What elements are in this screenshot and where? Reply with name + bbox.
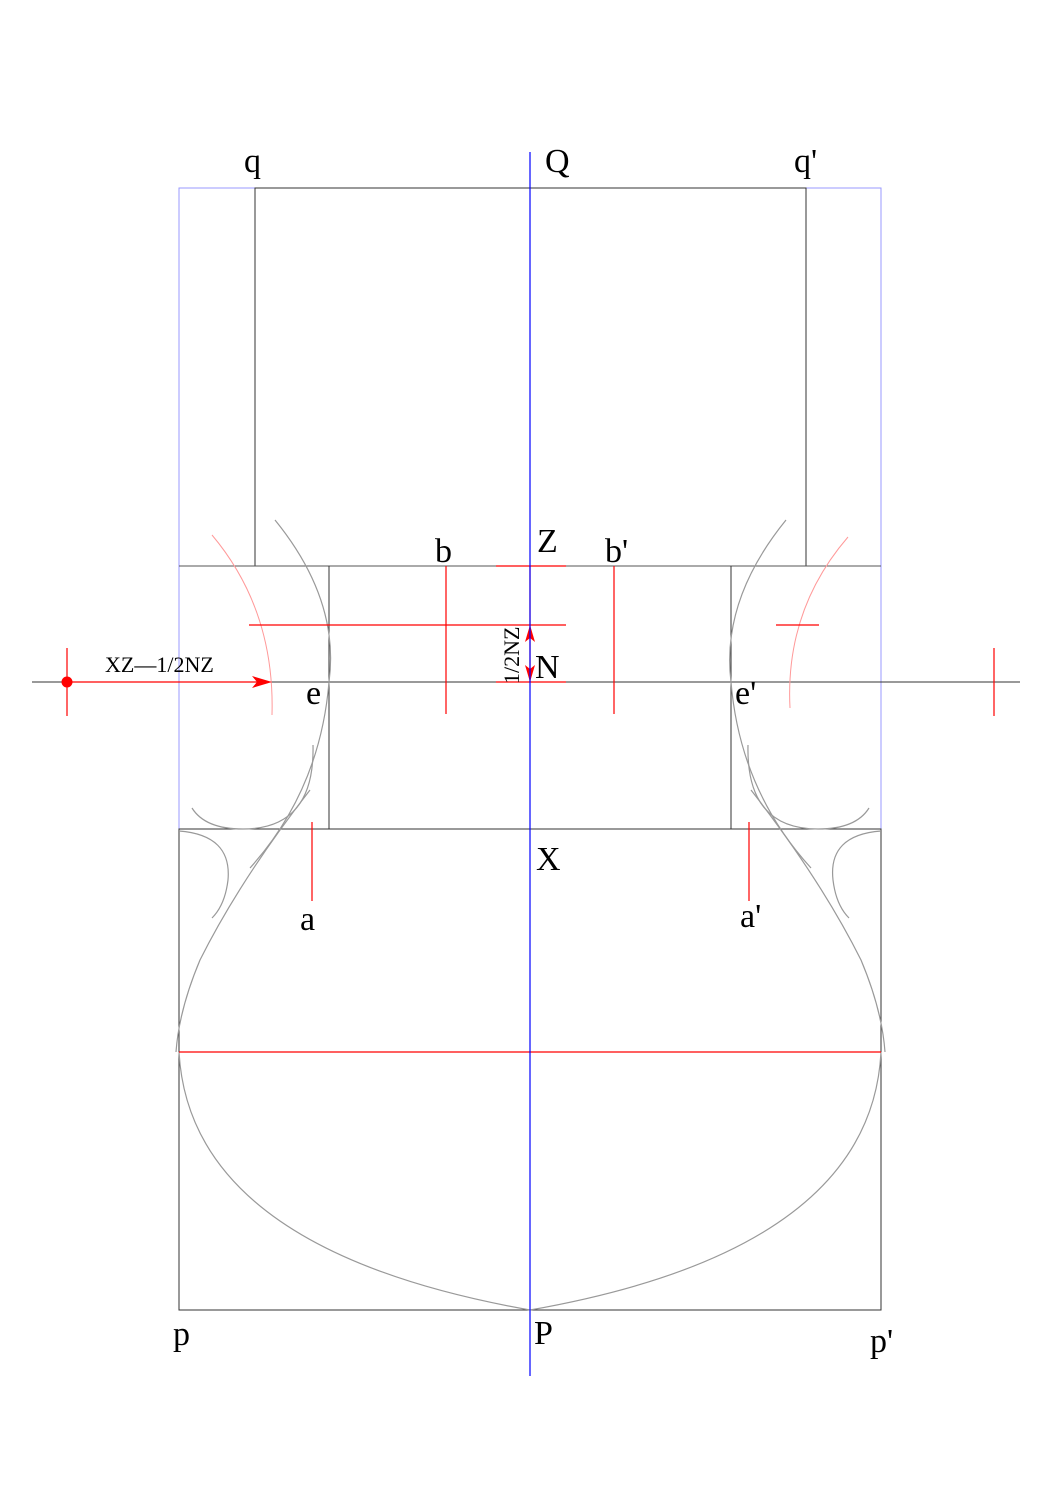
- left-corner-arc: [178, 830, 229, 919]
- label-e: e: [306, 675, 321, 712]
- label-xz-minus-half-nz: XZ—1/2NZ: [105, 652, 214, 677]
- label-q-prime: q': [794, 143, 817, 180]
- label-a-prime: a': [740, 898, 761, 935]
- label-p-prime: p': [870, 1323, 893, 1360]
- right-small-circle-arc: [747, 744, 870, 830]
- left-upper-arc: [249, 519, 332, 869]
- label-q: q: [244, 143, 261, 180]
- label-Z: Z: [537, 523, 558, 560]
- label-b: b: [435, 533, 452, 570]
- left-side-curve: [175, 789, 311, 1053]
- right-upper-arc: [729, 519, 812, 869]
- label-b-prime: b': [605, 533, 628, 570]
- right-construction-arc: [789, 536, 849, 709]
- right-corner-arc: [831, 830, 882, 919]
- label-Q: Q: [545, 143, 570, 180]
- label-p: p: [173, 1316, 190, 1353]
- label-N: N: [535, 649, 560, 686]
- arrowhead-right: [252, 676, 272, 688]
- label-half-nz: 1/2NZ: [499, 627, 524, 684]
- label-e-prime: e': [735, 675, 756, 712]
- label-X: X: [536, 841, 561, 878]
- label-P: P: [534, 1315, 553, 1352]
- left-construction-arc: [211, 534, 273, 716]
- right-side-curve: [750, 789, 886, 1053]
- start-point: [61, 676, 73, 688]
- left-small-circle-arc: [191, 744, 314, 830]
- label-a: a: [300, 901, 315, 938]
